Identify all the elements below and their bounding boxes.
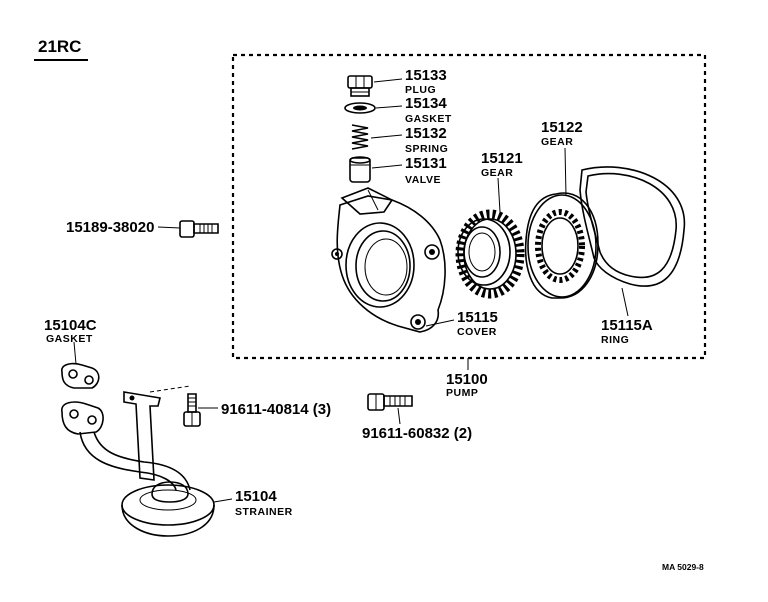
- model-code: 21RC: [38, 37, 81, 56]
- plug-number: 15133: [405, 67, 447, 84]
- plug-gasket-name: GASKET: [405, 113, 452, 125]
- ring-number: 15115A: [601, 317, 653, 334]
- cover-number: 15115: [457, 309, 498, 326]
- strainer-gasket-drawing: [61, 362, 100, 389]
- small-bolt-drawing: [183, 393, 201, 427]
- valve-drawing: [349, 156, 371, 183]
- cover-bolt-drawing: [179, 220, 219, 238]
- pump-bolt-number: 91611-60832 (2): [362, 425, 472, 442]
- cover-name: COVER: [457, 326, 497, 338]
- valve-number: 15131: [405, 155, 447, 172]
- strainer-drawing: [61, 391, 215, 537]
- plug-drawing: [347, 75, 373, 97]
- drive-gear-name: GEAR: [481, 167, 513, 179]
- plug-name: PLUG: [405, 84, 436, 96]
- spring-drawing: [351, 124, 369, 150]
- pump-number: 15100: [446, 371, 488, 388]
- drive-gear-drawing: [455, 209, 525, 299]
- strainer-number: 15104: [235, 488, 277, 505]
- driven-gear-drawing: [524, 192, 599, 299]
- diagram-reference: MA 5029-8: [662, 562, 704, 572]
- plug-gasket-drawing: [344, 102, 376, 114]
- spring-number: 15132: [405, 125, 447, 142]
- pump-assembly-boundary: [231, 53, 707, 360]
- strainer-gasket-name: GASKET: [46, 333, 93, 345]
- small-bolt-number: 91611-40814 (3): [221, 401, 331, 418]
- o-ring-drawing: [579, 166, 686, 287]
- driven-gear-name: GEAR: [541, 136, 573, 148]
- strainer-gasket-number: 15104C: [44, 317, 97, 334]
- strainer-name: STRAINER: [235, 506, 293, 518]
- driven-gear-number: 15122: [541, 119, 583, 136]
- pump-bolt-drawing: [367, 393, 413, 411]
- drive-gear-number: 15121: [481, 150, 523, 167]
- spring-name: SPRING: [405, 143, 448, 155]
- ring-name: RING: [601, 334, 629, 346]
- valve-name: VALVE: [405, 174, 441, 186]
- plug-gasket-number: 15134: [405, 95, 447, 112]
- pump-name: PUMP: [446, 387, 478, 399]
- cover-bolt-number: 15189-38020: [66, 219, 154, 236]
- bolt-alignment-line: [149, 385, 191, 393]
- pump-cover-drawing: [331, 187, 446, 333]
